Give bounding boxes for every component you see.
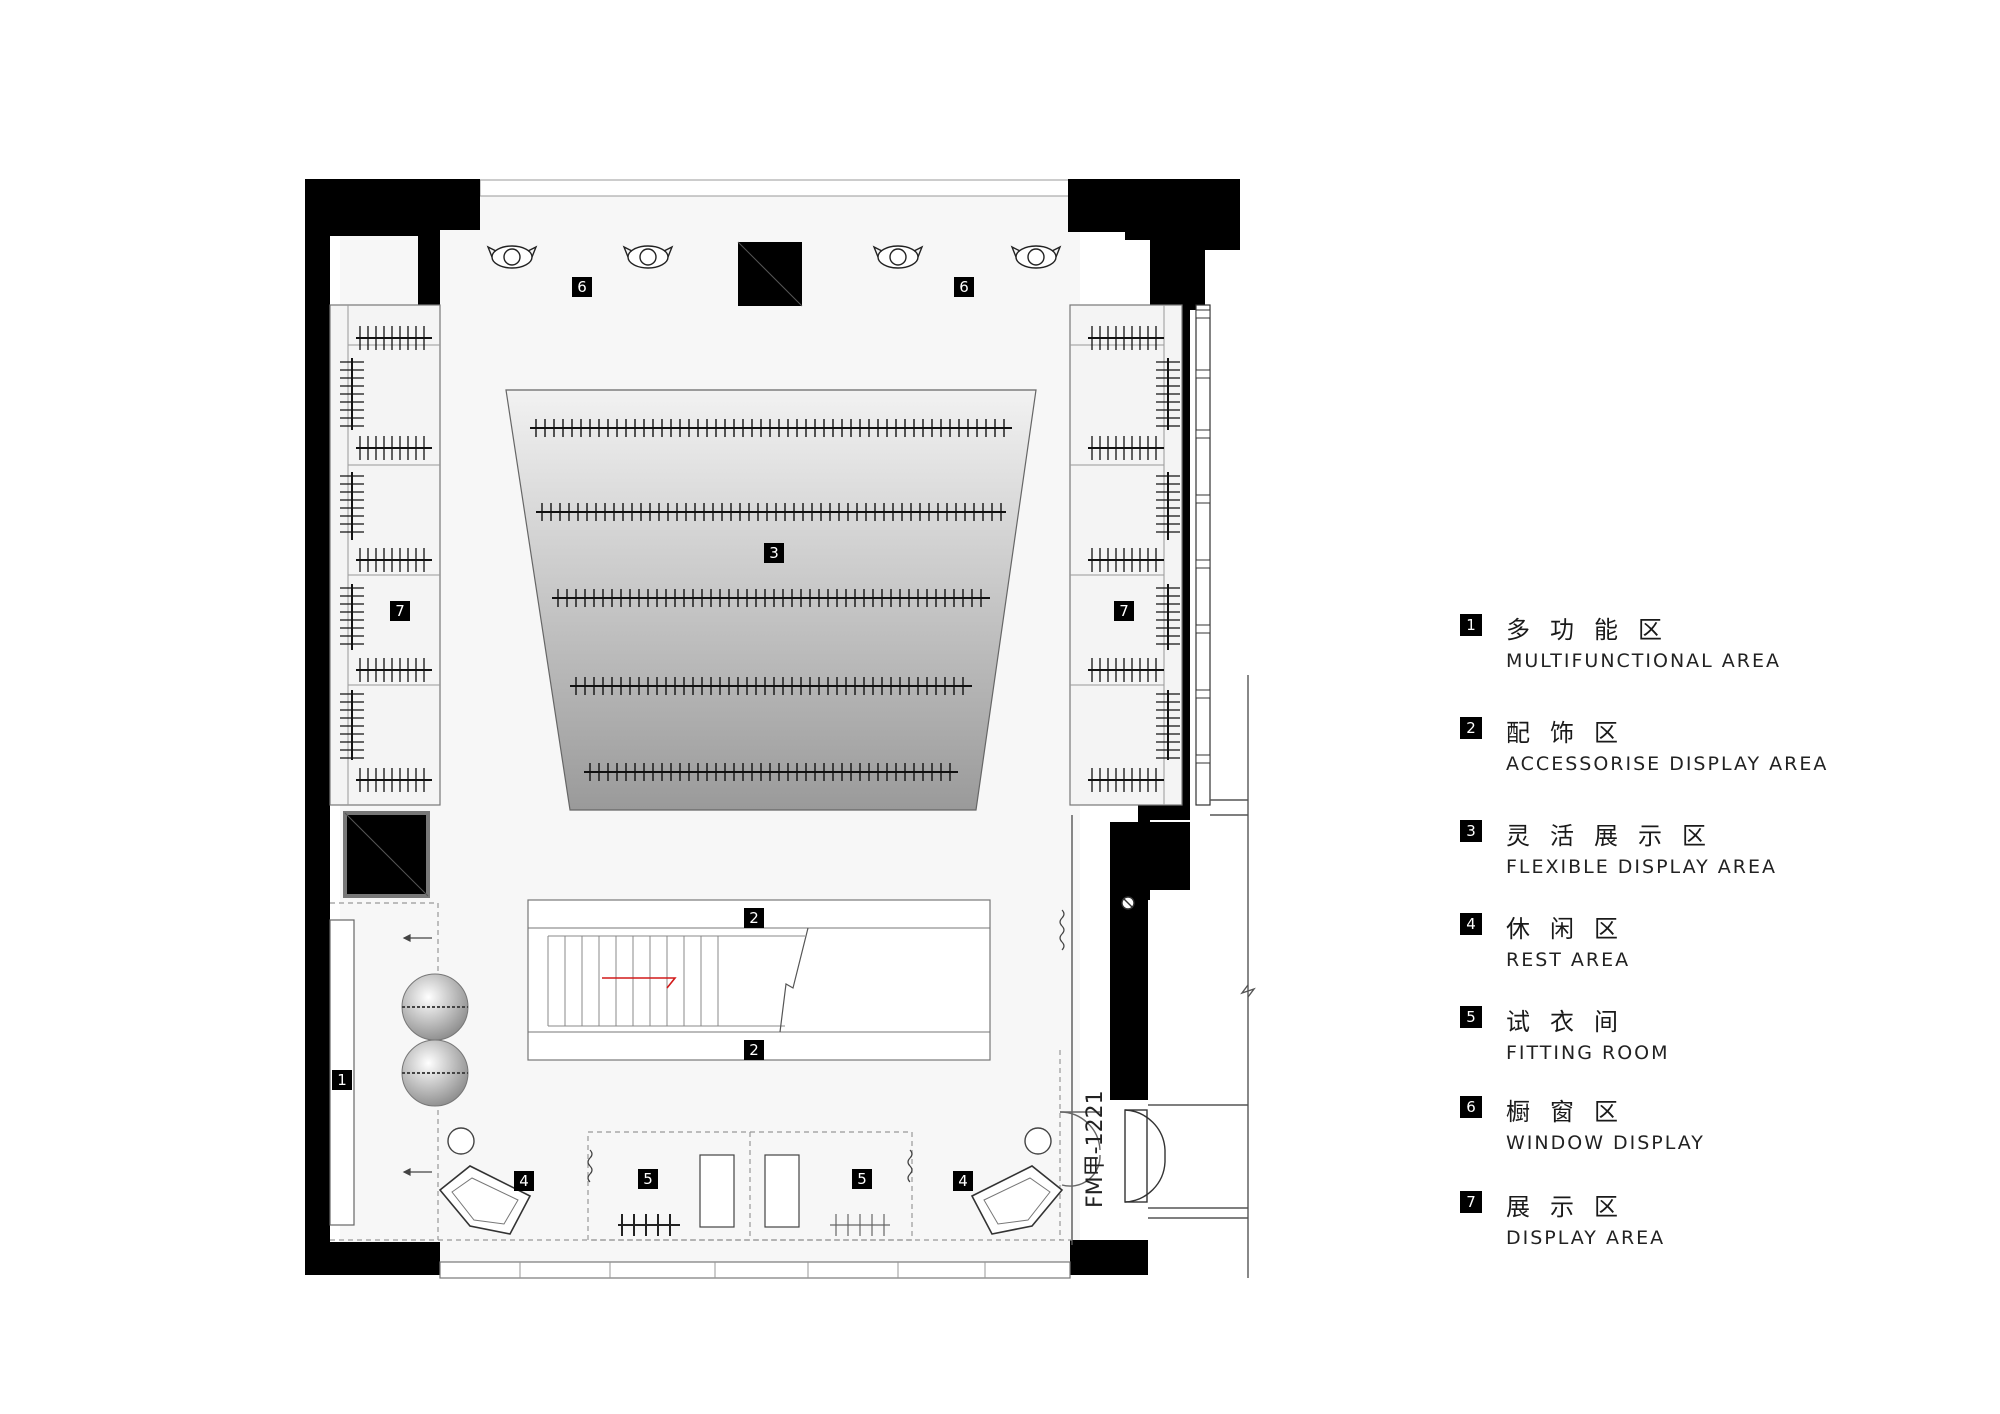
zone-label-1: 1 [332, 1070, 352, 1090]
side-wall-rail [1156, 358, 1180, 430]
zone-label-num: 6 [959, 278, 969, 296]
zone-label-2: 2 [744, 908, 764, 928]
side-hanger-rail [356, 326, 432, 350]
legend-item-4: 4 休闲区 REST AREA [1460, 911, 1900, 991]
zone-label-num: 6 [577, 278, 587, 296]
zone-label-num: 7 [1119, 602, 1129, 620]
zone-label-num: 5 [857, 1170, 867, 1188]
side-hanger-rail [356, 768, 432, 792]
hanger-rail [530, 419, 1012, 437]
legend-en-label: FITTING ROOM [1506, 1042, 1670, 1064]
legend-cn-label: 多功能区 [1506, 616, 1682, 644]
zone-label-num: 4 [958, 1172, 968, 1190]
zone-label-6: 6 [572, 277, 592, 297]
side-wall-rail [340, 584, 364, 650]
side-hanger-rail [1088, 326, 1164, 350]
hanger-rail [584, 763, 958, 781]
zone-label-5b: 5 [852, 1169, 872, 1189]
side-hanger-rail [1088, 548, 1164, 572]
side-hanger-rail [356, 548, 432, 572]
side-wall-rail [340, 690, 364, 760]
zone-label-num: 5 [643, 1170, 653, 1188]
zone-label-2b: 2 [744, 1040, 764, 1060]
flexible-display-platform [505, 389, 1037, 811]
side-hanger-rail [1088, 436, 1164, 460]
legend-item-6: 6 橱窗区 WINDOW DISPLAY [1460, 1094, 1900, 1174]
legend-en-label: MULTIFUNCTIONAL AREA [1506, 650, 1781, 672]
entrance-door [1059, 896, 1166, 1203]
exterior-lines [1071, 675, 1256, 1278]
hanger-rail [536, 503, 1006, 521]
zone-boundaries [330, 902, 1072, 1241]
side-hanger-rail [356, 658, 432, 682]
zone-label-5: 5 [638, 1169, 658, 1189]
mannequin-icon [622, 245, 674, 269]
legend-num: 5 [1460, 1006, 1482, 1028]
right-window [1195, 304, 1211, 806]
side-hanger-rail [356, 436, 432, 460]
legend-cn-label: 试衣间 [1506, 1008, 1638, 1036]
legend-cn-label: 配饰区 [1506, 719, 1638, 747]
zone-label-num: 7 [395, 602, 405, 620]
round-stools [401, 973, 1052, 1155]
zone-label-4: 4 [514, 1171, 534, 1191]
zone-label-6b: 6 [954, 277, 974, 297]
side-wall-racks [340, 358, 1180, 760]
legend-num: 1 [1460, 614, 1482, 636]
legend-num: 4 [1460, 913, 1482, 935]
mannequin-icon [486, 245, 538, 269]
zone-label-num: 2 [749, 909, 759, 927]
side-wall-rail [340, 472, 364, 540]
legend-en-label: REST AREA [1506, 949, 1631, 971]
fitting-room-fixtures [587, 909, 1065, 1236]
side-wall-rail [340, 358, 364, 430]
legend-item-5: 5 试衣间 FITTING ROOM [1460, 1004, 1900, 1084]
window-display-mannequins [486, 245, 1062, 269]
legend-item-1: 1 多功能区 MULTIFUNCTIONAL AREA [1460, 612, 1900, 692]
flexible-display-racks [530, 419, 1012, 781]
zone-number-labels: 6 6 3 7 7 2 2 1 4 4 5 5 [332, 277, 1134, 1191]
door-code: FM甲-1221 [1083, 1090, 1108, 1208]
zone-label-3: 3 [764, 543, 784, 563]
left-display-cabinet [329, 304, 441, 806]
legend-en-label: ACCESSORISE DISPLAY AREA [1506, 753, 1829, 775]
legend-cn-label: 休闲区 [1506, 915, 1638, 943]
legend-item-2: 2 配饰区 ACCESSORISE DISPLAY AREA [1460, 715, 1900, 795]
side-hanger-rail [1088, 768, 1164, 792]
legend-en-label: DISPLAY AREA [1506, 1227, 1666, 1249]
mannequin-icon [1010, 245, 1062, 269]
zone-label-7b: 7 [1114, 601, 1134, 621]
zone-label-num: 4 [519, 1172, 529, 1190]
legend-num: 2 [1460, 717, 1482, 739]
hanger-rail [570, 677, 972, 695]
legend-en-label: WINDOW DISPLAY [1506, 1132, 1705, 1154]
side-wall-rail [1156, 584, 1180, 650]
legend-num: 3 [1460, 820, 1482, 842]
zone-label-num: 1 [337, 1071, 347, 1089]
legend-item-3: 3 灵活展示区 FLEXIBLE DISPLAY AREA [1460, 818, 1900, 898]
legend-num: 6 [1460, 1096, 1482, 1118]
zone-label-4b: 4 [953, 1171, 973, 1191]
zone-label-num: 3 [769, 544, 779, 562]
zone-label-7: 7 [390, 601, 410, 621]
legend-en-label: FLEXIBLE DISPLAY AREA [1506, 856, 1777, 878]
right-display-cabinet [1069, 304, 1183, 806]
hanger-rail [552, 589, 990, 607]
legend-cn-label: 橱窗区 [1506, 1098, 1638, 1126]
top-facade [479, 179, 1071, 197]
side-wall-rail [1156, 690, 1180, 760]
legend-num: 7 [1460, 1191, 1482, 1213]
mannequin-icon [872, 245, 924, 269]
legend-item-7: 7 展示区 DISPLAY AREA [1460, 1189, 1900, 1269]
lounge-chairs [438, 1165, 1064, 1235]
side-hanger-rail [1088, 658, 1164, 682]
side-hanger-racks [356, 326, 1164, 792]
legend-cn-label: 灵活展示区 [1506, 822, 1726, 850]
side-wall-rail [1156, 472, 1180, 540]
legend-cn-label: 展示区 [1506, 1193, 1638, 1221]
zone-label-num: 2 [749, 1041, 759, 1059]
bottom-facade [439, 1261, 1071, 1279]
